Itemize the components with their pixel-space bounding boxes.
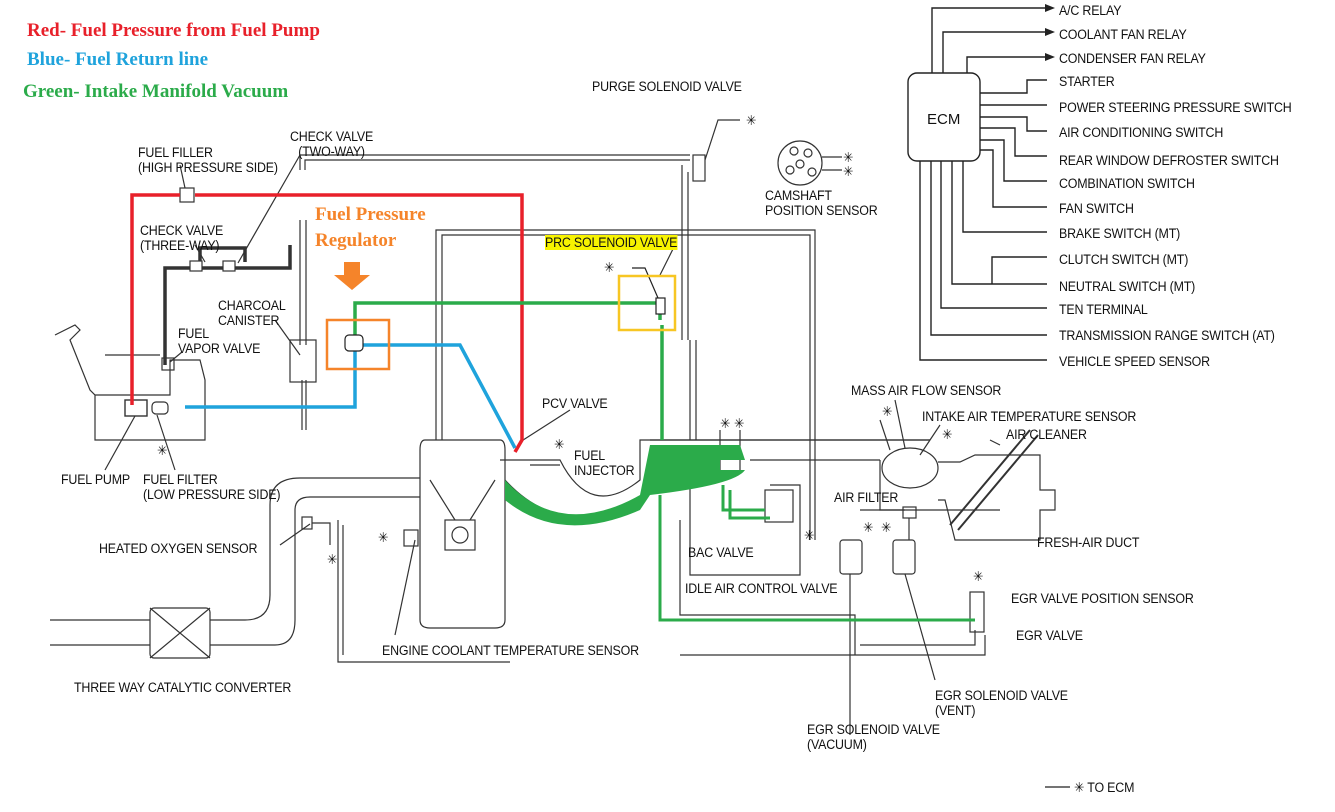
ecm-input-11: VEHICLE SPEED SENSOR bbox=[1059, 354, 1210, 369]
intake-vacuum-manifold bbox=[505, 445, 745, 526]
ecm-output-0: A/C RELAY bbox=[1059, 3, 1122, 18]
ecm-input-10: TRANSMISSION RANGE SWITCH (AT) bbox=[1059, 328, 1275, 343]
label-pcv-valve: PCV VALVE bbox=[542, 396, 608, 411]
fuel-pressure-regulator-box bbox=[325, 318, 391, 371]
label-egr-valve-position-sensor: EGR VALVE POSITION SENSOR bbox=[1011, 591, 1194, 606]
ecm-input-8: NEUTRAL SWITCH (MT) bbox=[1059, 279, 1196, 294]
ecm-marker-icon: ✳ bbox=[378, 530, 389, 545]
label-air-filter: AIR FILTER bbox=[834, 490, 899, 505]
label-egr-solenoid-valve-vent: EGR SOLENOID VALVE (VENT) bbox=[935, 688, 1068, 718]
ecm-input-7: CLUTCH SWITCH (MT) bbox=[1059, 252, 1189, 267]
ecm-marker-icon: ✳ bbox=[734, 416, 745, 431]
label-check-valve-two-way: CHECK VALVE (TWO-WAY) bbox=[290, 129, 374, 159]
ecm-marker-icon: ✳ bbox=[746, 113, 757, 128]
ecm-wire-ac-relay bbox=[931, 7, 1045, 73]
mass-air-flow-sensor bbox=[881, 447, 939, 489]
ecm-marker-icon: ✳ bbox=[720, 416, 731, 431]
label-fresh-air-duct: FRESH-AIR DUCT bbox=[1037, 535, 1140, 550]
prc-solenoid-valve bbox=[655, 297, 666, 315]
ecm-marker-icon: ✳ bbox=[863, 520, 874, 535]
catalytic-converter bbox=[149, 607, 211, 659]
ecm-input-0: STARTER bbox=[1059, 74, 1115, 89]
label-heated-oxygen-sensor: HEATED OXYGEN SENSOR bbox=[99, 541, 258, 556]
fuel-pressure-regulator-label: Fuel Pressure Regulator bbox=[315, 204, 426, 251]
engine-block bbox=[419, 439, 506, 629]
ecm-marker-icon: ✳ bbox=[327, 552, 338, 567]
regulator-arrow-icon bbox=[334, 262, 370, 290]
label-fuel-vapor-valve: FUEL VAPOR VALVE bbox=[178, 326, 261, 356]
label-egr-solenoid-valve-vacuum: EGR SOLENOID VALVE (VACUUM) bbox=[807, 722, 940, 752]
prc-solenoid-box bbox=[617, 274, 677, 332]
ecm-input-1: POWER STEERING PRESSURE SWITCH bbox=[1059, 100, 1292, 115]
exhaust-pipe bbox=[50, 477, 420, 646]
ecm-input-4: COMBINATION SWITCH bbox=[1059, 176, 1195, 191]
ecm-marker-icon: ✳ bbox=[881, 520, 892, 535]
label-fuel-pump: FUEL PUMP bbox=[61, 472, 130, 487]
label-air-cleaner: AIR CLEANER bbox=[1006, 427, 1087, 442]
ecm-marker-icon: ✳ bbox=[843, 150, 854, 165]
label-mass-air-flow-sensor: MASS AIR FLOW SENSOR bbox=[851, 383, 1002, 398]
ecm-output-1: COOLANT FAN RELAY bbox=[1059, 27, 1187, 42]
ecm-input-6: BRAKE SWITCH (MT) bbox=[1059, 226, 1181, 241]
ecm-marker-icon: ✳ bbox=[942, 427, 953, 442]
label-purge-solenoid-valve: PURGE SOLENOID VALVE bbox=[592, 79, 742, 94]
ecm-marker-icon: ✳ bbox=[157, 443, 168, 458]
label-three-way-catalytic-converter: THREE WAY CATALYTIC CONVERTER bbox=[74, 680, 292, 695]
ecm-wire-condenser-fan bbox=[966, 56, 1045, 73]
label-engine-coolant-temperature-sensor: ENGINE COOLANT TEMPERATURE SENSOR bbox=[382, 643, 639, 658]
footnote-to-ecm: ✳ TO ECM bbox=[1074, 780, 1135, 795]
label-fuel-injector: FUEL INJECTOR bbox=[574, 448, 635, 478]
fuel-pressure-line bbox=[130, 193, 524, 453]
ecm-wire-coolant-fan bbox=[942, 31, 1045, 73]
ecm-input-2: AIR CONDITIONING SWITCH bbox=[1059, 125, 1224, 140]
ecm-marker-icon: ✳ bbox=[554, 437, 565, 452]
legend-red: Red- Fuel Pressure from Fuel Pump bbox=[27, 20, 320, 41]
label-bac-valve: BAC VALVE bbox=[688, 545, 754, 560]
ecm-marker-icon: ✳ bbox=[973, 569, 984, 584]
fuel-tank bbox=[54, 324, 206, 441]
ecm-input-5: FAN SWITCH bbox=[1059, 201, 1134, 216]
label-fuel-filter: FUEL FILTER (LOW PRESSURE SIDE) bbox=[143, 472, 281, 502]
ecm-title: ECM bbox=[927, 111, 961, 128]
label-check-valve-three-way: CHECK VALVE (THREE-WAY) bbox=[140, 223, 224, 253]
ecm-input-3: REAR WINDOW DEFROSTER SWITCH bbox=[1059, 153, 1279, 168]
ecm-marker-icon: ✳ bbox=[604, 260, 615, 275]
label-camshaft-position-sensor: CAMSHAFT POSITION SENSOR bbox=[765, 188, 878, 218]
ecm-input-9: TEN TERMINAL bbox=[1059, 302, 1148, 317]
prc-highlight: PRC SOLENOID VALVE bbox=[545, 235, 678, 250]
label-intake-air-temperature-sensor: INTAKE AIR TEMPERATURE SENSOR bbox=[922, 409, 1137, 424]
label-prc-solenoid-valve: PRC SOLENOID VALVE bbox=[545, 235, 677, 250]
ecm-marker-icon: ✳ bbox=[804, 528, 815, 543]
intake-vacuum-line bbox=[353, 301, 664, 440]
label-fuel-filler: FUEL FILLER (HIGH PRESSURE SIDE) bbox=[138, 145, 278, 175]
legend-green: Green- Intake Manifold Vacuum bbox=[23, 81, 289, 102]
legend-blue: Blue- Fuel Return line bbox=[27, 49, 209, 70]
ecm-output-2: CONDENSER FAN RELAY bbox=[1059, 51, 1206, 66]
label-egr-valve: EGR VALVE bbox=[1016, 628, 1083, 643]
ecm-marker-icon: ✳ bbox=[882, 404, 893, 419]
fuel-return-line bbox=[185, 343, 517, 449]
ecm-marker-icon: ✳ bbox=[843, 164, 854, 179]
label-charcoal-canister: CHARCOAL CANISTER bbox=[218, 298, 286, 328]
label-idle-air-control-valve: IDLE AIR CONTROL VALVE bbox=[685, 581, 838, 596]
camshaft-position-sensor bbox=[777, 140, 823, 186]
